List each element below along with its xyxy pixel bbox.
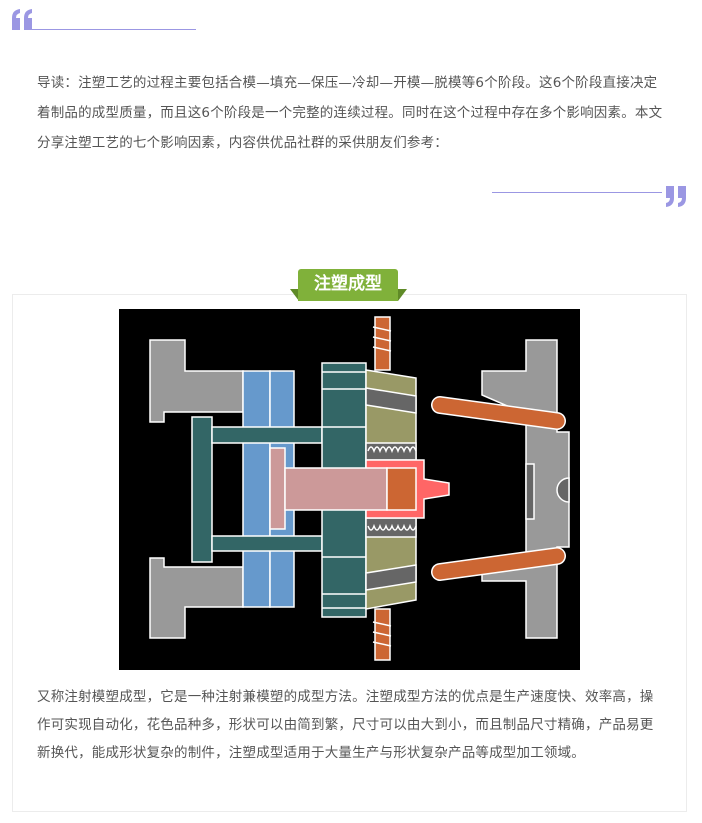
tie-rod-bottom	[211, 535, 323, 552]
injection-molding-diagram	[119, 309, 580, 670]
section-title: 注塑成型	[298, 269, 398, 301]
dark-band-bottom	[365, 564, 417, 591]
open-quote-icon	[12, 9, 32, 30]
platen-blue-1	[242, 370, 271, 608]
divider-line	[492, 192, 662, 193]
section-body: 又称注射模塑成型，它是一种注射兼模塑的成型方法。注塑成型方法的优点是生产速度快、…	[37, 689, 654, 761]
intro-paragraph: 导读：注塑工艺的过程主要包括合模—填充—保压—冷却—开模—脱模等6个阶段。这6个…	[37, 75, 663, 151]
ejector-bar	[191, 416, 213, 563]
section-title-badge: 注塑成型	[290, 269, 407, 302]
piston-rod	[284, 467, 388, 511]
divider-line	[26, 29, 196, 30]
tie-rod-top	[211, 426, 323, 444]
piston-head	[269, 447, 286, 530]
close-quote-icon	[666, 186, 686, 207]
hub	[556, 477, 570, 503]
dark-band-top	[365, 387, 417, 414]
melt-block	[386, 467, 417, 511]
screw-top	[374, 316, 391, 371]
